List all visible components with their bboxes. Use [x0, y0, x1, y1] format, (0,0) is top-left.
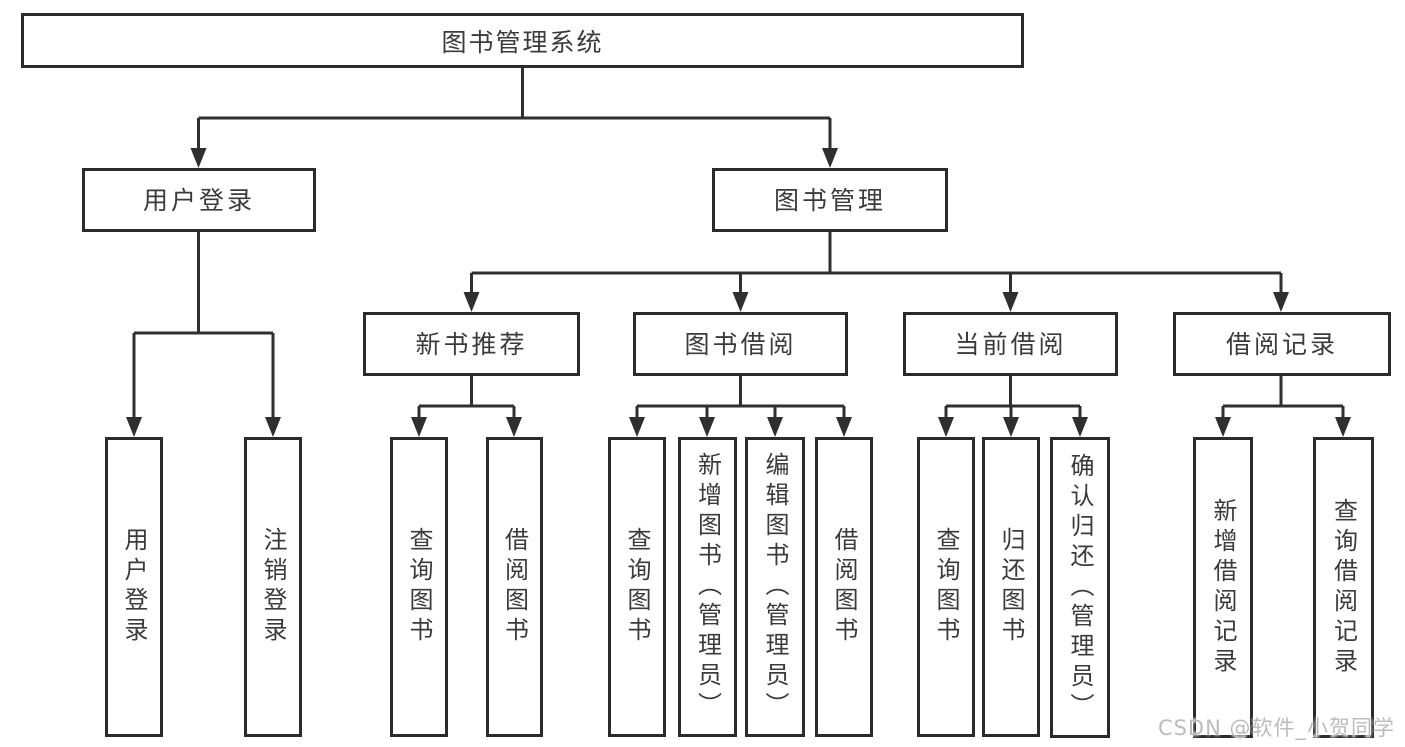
leaf-add-books-admin: 新增图书（管理员）	[678, 437, 737, 737]
arrowhead-icon	[1003, 417, 1019, 437]
node-current-borrowing: 当前借阅	[903, 312, 1118, 376]
leaf-borrow-books-recommend: 借阅图书	[486, 437, 543, 737]
arrowhead-icon	[1335, 417, 1351, 437]
arrowhead-icon	[1002, 292, 1019, 312]
node-book-management: 图书管理	[712, 168, 948, 232]
leaf-return-books: 归还图书	[982, 437, 1040, 737]
node-new-book-recommendation: 新书推荐	[363, 312, 580, 376]
arrowhead-icon	[732, 292, 749, 312]
edge-userlogin-to-leaves	[132, 232, 275, 419]
edge-current-to-leaves	[944, 376, 1082, 419]
edge-root-to-level2	[197, 68, 832, 150]
arrowhead-icon	[822, 148, 838, 168]
arrowhead-icon	[463, 292, 480, 312]
edge-borrowing-to-leaves	[635, 376, 846, 419]
arrowhead-icon	[938, 417, 954, 437]
arrowhead-icon	[767, 417, 783, 437]
arrowhead-icon	[699, 417, 715, 437]
edge-recommend-to-leaves	[417, 376, 516, 419]
leaf-confirm-return-admin: 确认归还（管理员）	[1050, 437, 1110, 738]
arrowhead-icon	[506, 417, 522, 437]
node-system-root: 图书管理系统	[21, 13, 1024, 68]
node-book-borrowing: 图书借阅	[633, 312, 848, 376]
arrowhead-icon	[190, 148, 207, 168]
arrowhead-icon	[1273, 292, 1289, 312]
leaf-query-books-borrow: 查询图书	[608, 437, 666, 737]
arrowhead-icon	[126, 417, 142, 437]
arrowhead-icon	[411, 417, 427, 437]
arrowhead-icon	[836, 417, 852, 437]
leaf-add-borrow-record: 新增借阅记录	[1193, 437, 1253, 738]
leaf-query-books-recommend: 查询图书	[390, 437, 448, 737]
csdn-watermark: CSDN @软件_小贺同学	[1157, 716, 1395, 740]
node-borrowing-records: 借阅记录	[1173, 312, 1391, 376]
arrowhead-icon	[1072, 417, 1088, 437]
node-user-login: 用户登录	[82, 168, 316, 232]
arrowhead-icon	[1215, 417, 1231, 437]
edge-bookmgmt-to-level3	[470, 232, 1283, 294]
arrowhead-icon	[265, 417, 281, 437]
leaf-query-books-current: 查询图书	[917, 437, 975, 737]
leaf-edit-books-admin: 编辑图书（管理员）	[745, 437, 805, 737]
leaf-user-login: 用户登录	[105, 437, 163, 737]
edge-records-to-leaves	[1221, 376, 1345, 419]
leaf-query-borrow-record: 查询借阅记录	[1313, 437, 1374, 738]
leaf-borrow-books: 借阅图书	[815, 437, 873, 737]
arrowhead-icon	[629, 417, 645, 437]
leaf-logout-login: 注销登录	[244, 437, 302, 737]
